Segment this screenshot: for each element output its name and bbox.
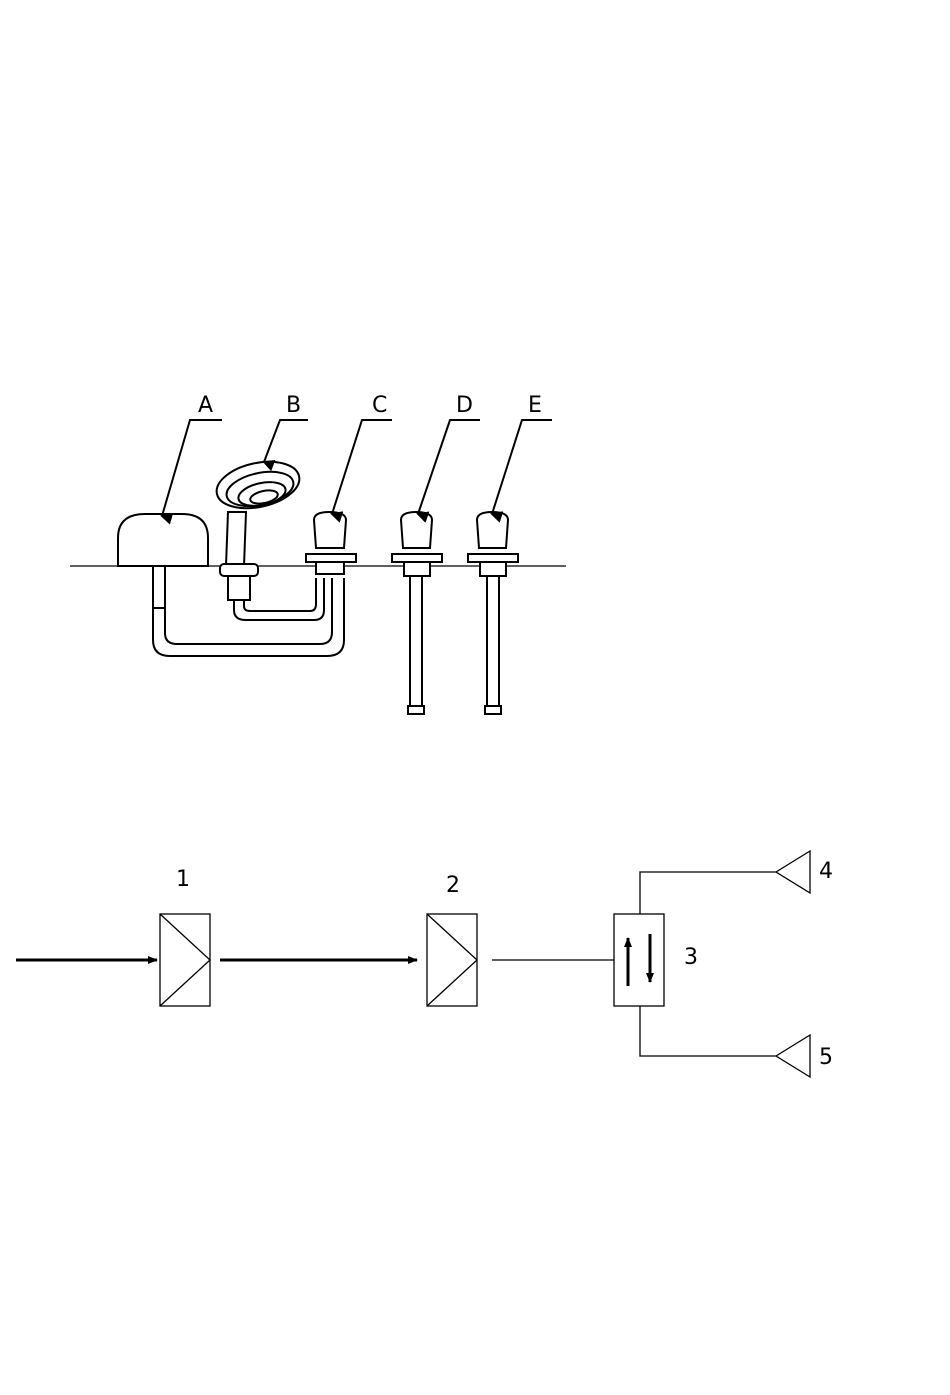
callout-a: A <box>162 393 222 516</box>
callout-label-a: A <box>198 393 213 418</box>
component-d-valve <box>392 512 442 714</box>
antenna-5-label: 5 <box>819 1045 833 1070</box>
callout-c: C <box>332 393 392 514</box>
callout-b: B <box>264 393 308 462</box>
component-c-diverter <box>306 512 356 574</box>
antenna-4: 4 <box>776 851 833 893</box>
branch-line-to-4 <box>640 872 776 914</box>
block-1-amplifier: 1 <box>160 867 210 1006</box>
antenna-4-label: 4 <box>819 859 833 884</box>
callout-label-b: B <box>286 393 301 418</box>
callout-d: D <box>418 393 480 514</box>
block-2-amplifier: 2 <box>427 873 477 1006</box>
block-2-label: 2 <box>446 873 460 898</box>
component-e-valve <box>468 512 518 714</box>
callout-label-e: E <box>528 393 542 418</box>
callout-e: E <box>492 393 552 514</box>
faucet-assembly-figure: A B C D E <box>70 393 566 714</box>
block-3-label: 3 <box>684 945 698 970</box>
callout-label-c: C <box>372 393 387 418</box>
callout-label-d: D <box>456 393 473 418</box>
signal-block-diagram: 1 2 3 4 5 <box>16 851 833 1077</box>
block-3-duplexer: 3 <box>614 914 698 1006</box>
block-1-label: 1 <box>176 867 190 892</box>
component-b-hand-shower <box>212 455 324 620</box>
branch-line-to-5 <box>640 1006 776 1056</box>
antenna-5: 5 <box>776 1035 833 1077</box>
